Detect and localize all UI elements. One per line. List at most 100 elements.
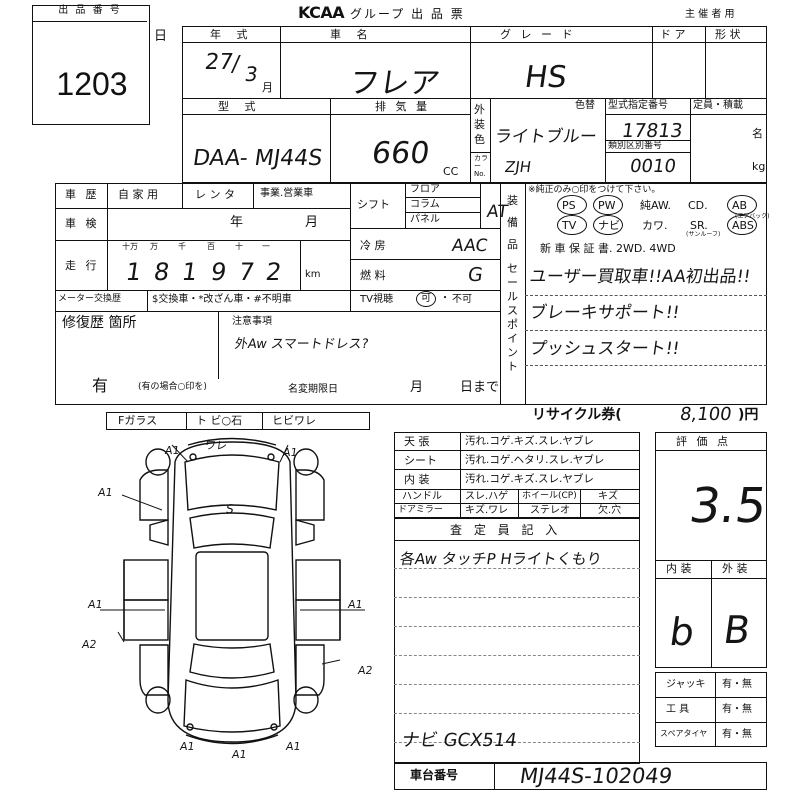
tv-can-circle	[416, 291, 436, 307]
equipment-circle	[557, 215, 587, 235]
shift-column: コラム	[410, 199, 440, 210]
sales-points-label: セールスポイント	[507, 262, 518, 373]
equipment-item: 純AW.	[640, 199, 672, 212]
interior-condition-frame	[394, 432, 640, 518]
mileage-digit-label: 百	[207, 242, 215, 251]
equipment-row3: 新 車 保 証 書. 2WD. 4WD	[540, 242, 676, 255]
shift-value: AT	[485, 202, 510, 222]
equipment-circle	[593, 215, 623, 235]
glass-frame	[106, 412, 370, 430]
damage-mark-front-left: A1	[164, 444, 181, 457]
tv-sep: ・	[440, 293, 450, 304]
lot-number-label: 出 品 番 号	[33, 6, 147, 22]
color-no-label: カラーNo.	[474, 154, 488, 178]
displacement-label: 排 気 量	[375, 100, 430, 113]
ac-value: AAC	[450, 236, 489, 256]
history-private: 自 家 用	[118, 188, 158, 201]
mileage-label: 走 行	[65, 259, 100, 272]
damage-mark-hood: S	[225, 502, 235, 516]
equipment-circle	[727, 215, 757, 235]
spare-label: スペアタイヤ	[660, 729, 708, 738]
spare-value: 有・無	[722, 729, 752, 740]
make-label: 車 名	[330, 28, 374, 41]
interior-row-options: 汚れ.コゲ.キズ.スレ.ヤブレ	[465, 473, 594, 485]
equipment-circle	[593, 195, 623, 215]
lot-number-value: 1203	[56, 66, 128, 102]
score-label: 評 価 点	[676, 435, 731, 448]
inspector-rule	[394, 597, 640, 598]
side-char: 日	[154, 29, 168, 44]
mileage-digit-label: 千	[178, 242, 186, 251]
interior-row-options: 汚れ.コゲ.ヘタリ.スレ.ヤブレ	[465, 454, 605, 466]
fglass-label: Fガラス	[118, 414, 158, 427]
handle-opts: スレ.ハゲ	[465, 491, 509, 502]
tools-label: 工 具	[666, 704, 690, 715]
recycle-label: リサイクル券(	[532, 407, 622, 423]
color-code: ZJH	[503, 158, 533, 176]
stereo-opts: 欠.穴	[598, 505, 622, 516]
hibi-label: ヒビワレ	[272, 414, 316, 427]
interior-row-label: 天 張	[404, 435, 430, 448]
chassis-label: 車台番号	[410, 768, 459, 782]
sales-point-3: プッシュスタート!!	[528, 339, 681, 359]
repair-note: (有の場合○印を)	[138, 382, 207, 392]
interior-row-options: 汚れ.コゲ.キズ.スレ.ヤブレ	[465, 435, 594, 447]
chassis-frame	[394, 762, 767, 790]
model-value: DAA- MJ44S	[191, 146, 324, 171]
class-num-label: 類別区別番号	[608, 141, 663, 151]
meter-options: $交換車・*改ざん車・#不明車	[152, 294, 292, 305]
inspector-frame	[394, 518, 640, 764]
score-value: 3.5	[686, 478, 771, 534]
tax-label: 名変期限日	[288, 384, 338, 395]
repair-label: 修復歴 箇所	[62, 315, 137, 331]
mileage-digit-label: 万	[150, 242, 158, 251]
damage-mark-door-right: A1	[347, 598, 364, 611]
damage-mark-front-right: A1	[282, 446, 299, 459]
inspection-month-unit: 月	[305, 215, 319, 230]
equipment-item: SR.	[690, 219, 708, 232]
doors-label: ド ア	[660, 28, 686, 41]
fuel-value: G	[466, 264, 485, 286]
damage-mark-fender-left: A1	[97, 486, 114, 499]
interior-grade-label: 内 装	[666, 562, 692, 575]
mileage-digit-label: 十万	[122, 242, 138, 251]
recycle-amount: 8,100	[678, 404, 734, 425]
shift-label: シフト	[357, 198, 390, 211]
shift-floor: フロア	[410, 184, 440, 195]
history-label: 車 歴	[65, 188, 100, 201]
jack-value: 有・無	[722, 679, 752, 690]
damage-mark-quarter-right: A2	[357, 664, 374, 677]
equipment-item: カワ.	[642, 219, 668, 232]
history-rental: レ ン タ	[195, 188, 235, 201]
damage-mark-rear-left: A1	[179, 740, 196, 753]
kg-unit: kg	[752, 160, 766, 173]
type-num-label: 型式指定番号	[608, 100, 668, 111]
inspector-rule	[394, 626, 640, 627]
caution-text: 外Aw スマートドレス?	[233, 337, 370, 352]
interior-row-label: シート	[404, 454, 437, 467]
damage-mark-windshield: ワレ	[204, 439, 228, 452]
mirror-opts: キズ.ワレ	[465, 505, 509, 516]
inspection-label: 車 検	[65, 217, 100, 230]
lot-number-box	[32, 5, 150, 125]
damage-mark-rear-right: A1	[285, 740, 302, 753]
accessories-frame	[655, 672, 767, 747]
interior-row-label: 内 装	[404, 473, 430, 486]
cc-unit: CC	[443, 165, 459, 178]
equipment-circle	[727, 195, 757, 215]
recycle-unit: )円	[738, 407, 759, 423]
shape-label: 形 状	[715, 28, 741, 41]
car-name: フレア	[347, 66, 442, 101]
inspector-label: 査 定 員 記 入	[450, 523, 562, 537]
damage-mark-trunk: A1	[231, 748, 248, 761]
year-label: 年 式	[210, 28, 254, 41]
inspector-rule	[394, 713, 640, 714]
sales-point-1: ユーザー買取車!!AA初出品!!	[528, 267, 752, 287]
handle-label: ハンドル	[402, 491, 442, 502]
title-text: グループ 出 品 票	[350, 7, 465, 21]
mileage-digit-label: 十	[235, 242, 243, 251]
damage-mark-door-left: A1	[87, 598, 104, 611]
equipment-note: ※純正のみ○印をつけて下さい。	[528, 185, 661, 195]
color-value: ライトブルー	[493, 127, 599, 147]
history-business: 事業.営業車	[260, 188, 314, 199]
